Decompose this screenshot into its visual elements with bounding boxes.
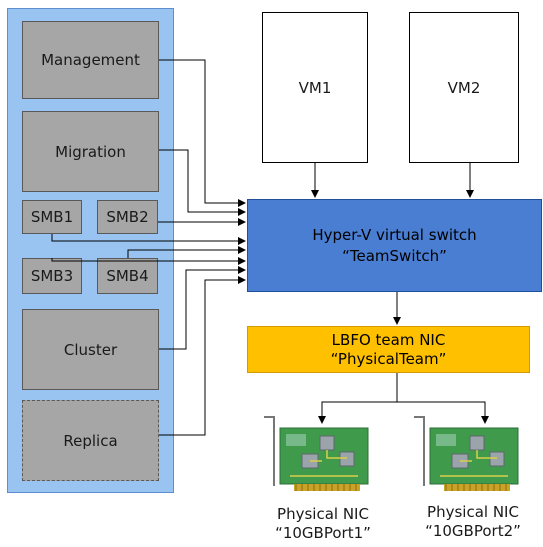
- team-nic-box: LBFO team NIC “PhysicalTeam”: [247, 326, 530, 373]
- smb3-box: SMB3: [22, 258, 82, 294]
- management-box: Management: [22, 21, 159, 99]
- vm1-box: VM1: [262, 12, 368, 163]
- nic2-label-line1: Physical NIC: [427, 503, 519, 521]
- vm1-label: VM1: [298, 78, 332, 97]
- smb4-label: SMB4: [106, 267, 149, 285]
- vm2-label: VM2: [447, 78, 481, 97]
- nic2-label: Physical NIC “10GBPort2”: [412, 503, 534, 541]
- nic1-label-line1: Physical NIC: [277, 505, 369, 523]
- virtual-switch-box: Hyper-V virtual switch “TeamSwitch”: [247, 199, 542, 292]
- vm2-box: VM2: [409, 12, 519, 163]
- cluster-label: Cluster: [63, 340, 118, 359]
- smb4-box: SMB4: [97, 258, 158, 294]
- replica-box: Replica: [22, 400, 159, 481]
- nic1-card-icon: [264, 416, 369, 491]
- smb3-label: SMB3: [30, 267, 74, 285]
- smb1-label: SMB1: [30, 208, 74, 226]
- smb1-box: SMB1: [22, 200, 82, 234]
- cluster-box: Cluster: [22, 309, 159, 390]
- smb2-label: SMB2: [106, 208, 149, 226]
- virtual-switch-line2: “TeamSwitch”: [342, 246, 447, 265]
- smb2-box: SMB2: [97, 200, 158, 234]
- team-nic-line1: LBFO team NIC: [331, 330, 446, 349]
- migration-label: Migration: [55, 142, 126, 161]
- replica-label: Replica: [63, 431, 118, 450]
- nic1-label-line2: “10GBPort1”: [275, 524, 371, 542]
- migration-box: Migration: [22, 111, 159, 192]
- nic1-label: Physical NIC “10GBPort1”: [262, 505, 384, 543]
- virtual-switch-line1: Hyper-V virtual switch: [312, 225, 477, 244]
- team-nic-line2: “PhysicalTeam”: [330, 349, 447, 368]
- nic2-card-icon: [414, 416, 519, 491]
- nic2-label-line2: “10GBPort2”: [425, 522, 521, 540]
- management-label: Management: [41, 51, 140, 69]
